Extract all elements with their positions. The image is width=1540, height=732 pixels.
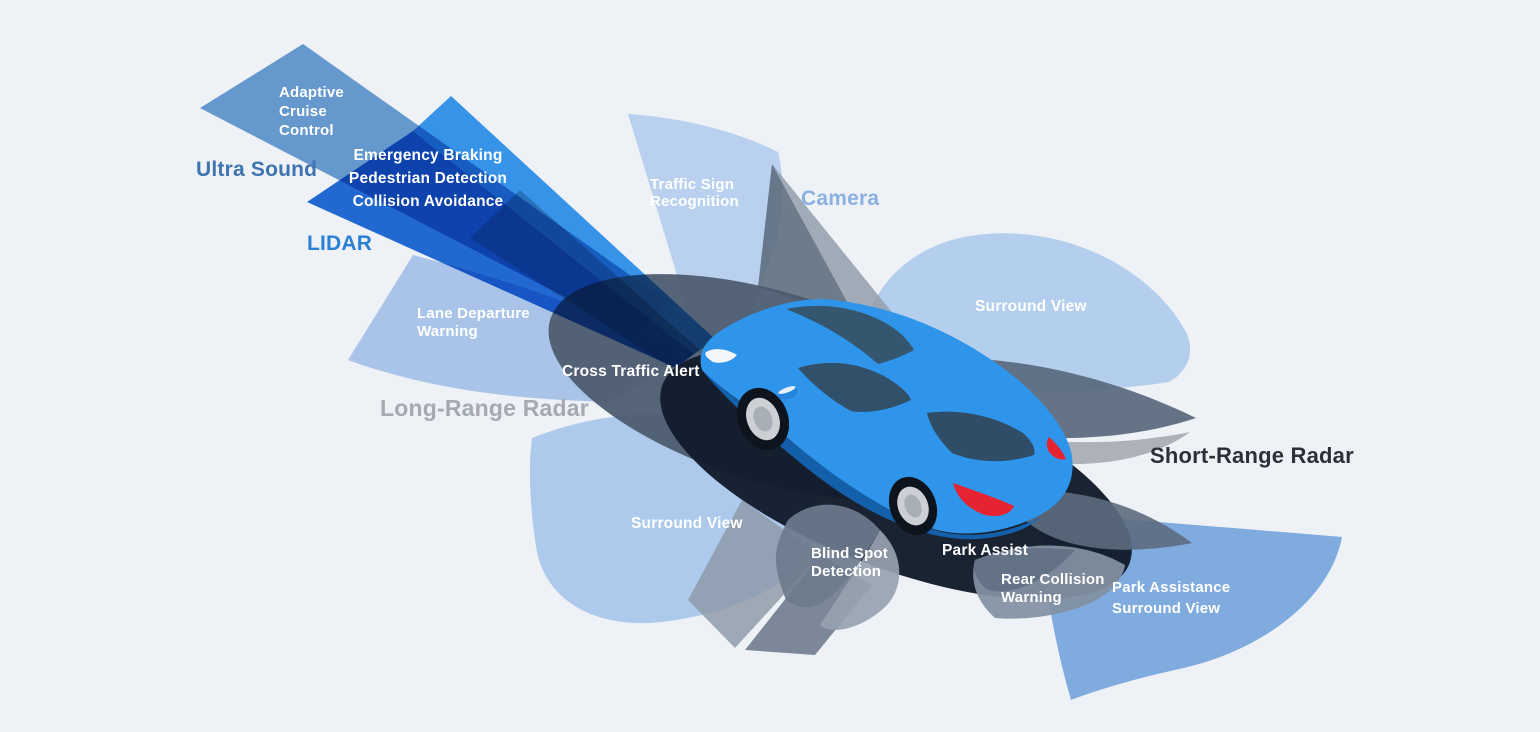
lidar-beam-core	[470, 190, 700, 368]
label-rear-collision-warning: Rear Collision Warning	[1001, 571, 1105, 606]
label-traffic-sign-recognition: Traffic Sign Recognition	[650, 176, 739, 210]
car-front-wheel	[736, 387, 790, 451]
car-taillight-left	[953, 483, 1014, 516]
blind-spot-zone-light	[820, 530, 900, 630]
label-short-range-radar: Short-Range Radar	[1150, 443, 1354, 468]
label-park-assist: Park Assist	[942, 542, 1029, 559]
label-cross-traffic-alert: Cross Traffic Alert	[562, 363, 700, 380]
label-camera: Camera	[801, 187, 880, 210]
car-rear-window	[927, 411, 1035, 462]
lidar-beam-bright	[413, 96, 716, 354]
gray-beam-top-light	[772, 164, 908, 332]
rear-hub	[904, 494, 922, 518]
front-hub	[753, 406, 773, 432]
label-ultra-sound: Ultra Sound	[196, 158, 318, 181]
label-surround-view-right: Surround View	[975, 298, 1087, 315]
car-side-window	[798, 362, 911, 412]
label-lidar: LIDAR	[307, 232, 373, 255]
car-body	[700, 299, 1073, 534]
label-park-assistance-surround-view: Park Assistance Surround View	[1112, 579, 1231, 617]
car-rear-wheel	[888, 476, 938, 536]
car-windshield	[786, 305, 914, 364]
label-lane-departure-warning: Lane Departure Warning	[417, 305, 530, 340]
label-long-range-radar: Long-Range Radar	[380, 395, 589, 421]
car	[700, 299, 1073, 540]
lidar-beams	[307, 96, 716, 368]
rear-collision-zone-dark	[973, 548, 1075, 592]
label-lidar-functions: Emergency Braking Pedestrian Detection C…	[348, 147, 508, 210]
car-lower-body	[702, 370, 1040, 540]
blind-spot-zone-dark	[775, 504, 880, 608]
car-headlight	[705, 349, 737, 363]
rear-right-radar-lobe	[1020, 490, 1192, 550]
gray-beam-top-dark	[758, 164, 856, 318]
label-adaptive-cruise-control: Adaptive Cruise Control	[279, 84, 344, 139]
car-taillight-right	[1046, 437, 1066, 460]
label-surround-view-left: Surround View	[631, 515, 743, 532]
car-mirror-highlight	[778, 386, 796, 394]
label-blind-spot-detection: Blind Spot Detection	[811, 545, 888, 580]
